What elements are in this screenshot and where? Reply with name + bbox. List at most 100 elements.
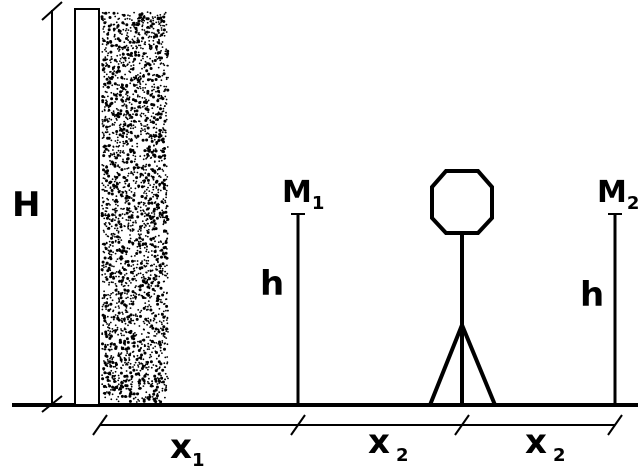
speckle-dot	[103, 118, 107, 122]
speckle-dot	[123, 152, 125, 154]
speckle-dot	[132, 366, 134, 368]
speckle-dot	[146, 55, 149, 58]
speckle-dot	[120, 367, 123, 370]
speckle-dot	[130, 30, 132, 32]
speckle-dot	[140, 133, 142, 136]
speckle-dot	[149, 184, 152, 187]
speckle-dot	[127, 98, 129, 101]
speckle-dot	[151, 287, 155, 291]
speckle-dot	[103, 302, 106, 304]
speckle-dot	[106, 375, 110, 379]
speckle-dot	[154, 235, 157, 238]
speckle-dot	[161, 368, 165, 372]
speckle-dot	[119, 109, 123, 113]
speckle-dot	[161, 272, 163, 274]
speckle-dot	[153, 153, 157, 157]
speckle-dot	[120, 86, 124, 89]
speckle-dot	[165, 196, 168, 199]
speckle-dot	[130, 106, 134, 110]
speckle-dot	[117, 318, 121, 322]
speckle-dot	[159, 59, 162, 62]
speckle-dot	[141, 55, 144, 58]
speckle-dot	[119, 353, 122, 355]
speckle-dot	[126, 157, 130, 161]
speckle-dot	[118, 223, 121, 226]
speckle-dot	[140, 233, 142, 236]
speckle-dot	[132, 333, 135, 335]
speckle-dot	[165, 178, 168, 181]
speckle-dot	[113, 175, 116, 178]
speckle-dot	[109, 294, 111, 297]
speckle-dot	[114, 209, 117, 212]
speckle-dot	[129, 237, 132, 240]
speckle-dot	[141, 20, 143, 23]
speckle-dot	[118, 300, 121, 303]
speckle-dot	[155, 364, 157, 367]
speckle-dot	[115, 151, 118, 154]
speckle-dot	[102, 280, 104, 283]
speckle-dot	[110, 389, 112, 391]
speckle-dot	[116, 141, 119, 144]
speckle-dot	[138, 374, 141, 377]
speckle-dot	[130, 255, 133, 258]
speckle-dot	[140, 362, 143, 365]
speckle-dot	[128, 189, 131, 192]
speckle-dot	[102, 177, 105, 180]
speckle-dot	[114, 365, 117, 368]
speckle-dot	[156, 173, 159, 175]
speckle-dot	[126, 136, 128, 139]
speckle-dot	[139, 155, 142, 158]
speckle-dot	[111, 235, 114, 237]
speckle-dot	[105, 179, 108, 183]
tower-height-label: H	[12, 185, 40, 225]
speckle-dot	[145, 336, 148, 338]
speckle-dot	[156, 302, 160, 306]
speckle-dot	[103, 75, 106, 78]
speckle-dot	[117, 238, 120, 241]
speckle-dot	[110, 316, 113, 319]
speckle-dot	[108, 81, 112, 85]
speckle-dot	[162, 243, 164, 246]
speckle-dot	[109, 373, 112, 375]
speckle-dot	[102, 151, 105, 154]
speckle-dot	[143, 380, 146, 383]
speckle-dot	[107, 76, 110, 78]
speckle-dot	[156, 294, 160, 298]
speckle-dot	[116, 114, 120, 118]
speckle-dot	[123, 375, 126, 378]
speckle-dot	[135, 238, 139, 242]
speckle-dot	[110, 24, 112, 27]
speckle-dot	[130, 191, 133, 193]
speckle-dot	[112, 291, 114, 294]
speckle-dot	[164, 50, 167, 53]
speckle-dot	[161, 41, 164, 43]
speckle-dot	[123, 56, 127, 60]
speckle-dot	[145, 309, 148, 311]
speckle-dot	[125, 362, 128, 365]
speckle-dot	[131, 224, 134, 227]
speckle-dot	[165, 98, 168, 101]
speckle-dot	[103, 177, 106, 180]
speckle-dot	[132, 344, 136, 348]
speckle-dot	[130, 65, 133, 67]
speckle-dot	[101, 99, 105, 103]
speckle-dot	[158, 234, 160, 237]
speckle-dot	[142, 174, 145, 177]
speckle-dot	[133, 205, 136, 208]
speckle-dot	[106, 301, 108, 303]
speckle-dot	[164, 201, 167, 204]
speckle-dot	[134, 207, 138, 211]
speckle-dot	[152, 27, 155, 30]
speckle-dot	[104, 90, 107, 93]
speckle-dot	[145, 366, 148, 369]
speckle-dot	[138, 228, 141, 231]
speckle-dot	[121, 190, 123, 193]
speckle-dot	[149, 243, 152, 246]
speckle-dot	[163, 383, 166, 386]
speckle-dot	[119, 358, 123, 362]
speckle-dot	[165, 386, 168, 389]
speckle-dot	[144, 128, 146, 131]
speckle-dot	[154, 249, 157, 252]
speckle-dot	[116, 136, 119, 139]
